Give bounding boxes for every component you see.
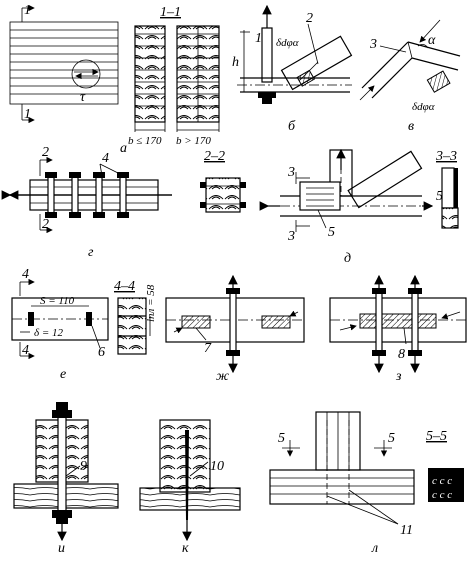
bolt-row — [45, 172, 129, 218]
pointer-6: 6 — [98, 345, 105, 360]
svg-text:c c c: c c c — [432, 475, 452, 487]
vertical-rod — [261, 27, 273, 83]
pointer-8: 8 — [398, 347, 405, 362]
block-k — [159, 419, 211, 493]
delta-label-b: δdφα — [276, 37, 299, 49]
pointer-9: 9 — [80, 459, 87, 474]
section-mark-1-bottom: 1 — [24, 107, 31, 122]
caption-zh: ж — [216, 369, 229, 384]
cross-section-narrow — [134, 25, 166, 123]
central-bolt-zh — [229, 289, 237, 355]
alpha-label: α — [428, 33, 436, 48]
caption-i: и — [58, 541, 65, 556]
cross-section-5-5 — [428, 468, 464, 502]
insert-plate — [426, 70, 451, 93]
panel-l: 5 5 11 5–5 c c c c c c л — [269, 411, 464, 556]
panel-zh: 7 ж — [165, 274, 305, 384]
pointer-5-section: 5 — [436, 189, 443, 204]
pointer-1: 1 — [255, 31, 262, 46]
pointer-10: 10 — [210, 459, 224, 474]
panel-e: S = 110 δ = 12 6 4 4 4–4 lпл = 58 е — [11, 267, 157, 382]
section-mark-3-bottom: 3 — [287, 229, 295, 244]
section-title-1-1: 1–1 — [160, 5, 181, 20]
dowel-plate-left — [28, 312, 34, 326]
tie-plate-left — [181, 315, 211, 329]
svg-text:c c c: c c c — [432, 489, 452, 501]
plank-k — [139, 487, 241, 511]
bolt-i — [57, 409, 67, 517]
shear-detail-circle — [71, 59, 101, 89]
section-title-5-5: 5–5 — [426, 429, 447, 444]
dowel-plate-right — [86, 312, 92, 326]
plate-height-label: lпл = 58 — [145, 284, 157, 322]
panel-d: 5 3 3 3–3 5 д — [259, 148, 459, 266]
panel-v: α 3 δdφα в — [359, 19, 461, 134]
tau-label: τ — [80, 90, 86, 105]
section-mark-3-top: 3 — [287, 165, 295, 180]
section-mark-4-bottom: 4 — [22, 343, 29, 358]
spacing-label: S = 110 — [40, 295, 75, 307]
panel-b: h 1 δdφα 2 б — [232, 4, 353, 134]
section-mark-5-left: 5 — [278, 431, 285, 446]
caption-g: г — [88, 245, 94, 260]
pointer-4: 4 — [102, 151, 109, 166]
panel-z: 8 з — [329, 274, 467, 384]
section-mark-2-bottom: 2 — [42, 217, 49, 232]
caption-a: а — [120, 141, 127, 156]
panel-k: 10 к — [139, 419, 241, 556]
panel-i: 9 и — [13, 402, 119, 556]
caption-l: л — [371, 541, 378, 556]
section-mark-1-top: 1 — [24, 3, 31, 18]
tie-plate-right — [261, 315, 291, 329]
connection-plate — [299, 181, 341, 211]
section-mark-5-right: 5 — [388, 431, 395, 446]
pointer-2: 2 — [306, 11, 313, 26]
caption-k: к — [182, 541, 189, 556]
thickness-label: δ = 12 — [34, 327, 64, 339]
height-label: h — [232, 55, 239, 70]
caption-z: з — [395, 369, 402, 384]
section-title-2-2: 2–2 — [204, 149, 225, 164]
pointer-11: 11 — [400, 523, 413, 538]
cross-section-3-3 — [441, 167, 455, 209]
section-mark-2-top: 2 — [42, 145, 49, 160]
caption-b: б — [288, 119, 296, 134]
nail-k — [185, 430, 189, 520]
delta-label-v: δdφα — [412, 101, 435, 113]
section-title-4-4: 4–4 — [114, 279, 135, 294]
bolt-z-right — [411, 289, 419, 355]
panel-g: 4 2 2 2–2 г — [1, 145, 246, 260]
panel-a: τ 1 1 1–1 b ≤ 170 b > 170 а — [9, 3, 220, 156]
width-wide-label: b > 170 — [176, 135, 211, 147]
pointer-5: 5 — [328, 225, 335, 240]
bolt-z-left — [375, 289, 383, 355]
caption-d: д — [344, 251, 351, 266]
cross-section-2-2 — [205, 177, 241, 213]
jointed-beam — [29, 179, 159, 211]
width-narrow-label: b ≤ 170 — [128, 135, 162, 147]
inclined-brace — [280, 35, 353, 91]
section-mark-4-top: 4 — [22, 267, 29, 282]
caption-e: е — [60, 367, 66, 382]
pointer-7: 7 — [204, 341, 212, 356]
caption-v: в — [408, 119, 414, 134]
section-title-3-3: 3–3 — [435, 149, 457, 164]
cross-section-4-4 — [117, 297, 147, 355]
diagonal-brace — [347, 150, 423, 209]
pointer-3: 3 — [369, 37, 377, 52]
horizontal-member-l — [269, 469, 415, 505]
long-tie-plate — [359, 313, 437, 329]
board-stack-outline — [9, 21, 119, 105]
